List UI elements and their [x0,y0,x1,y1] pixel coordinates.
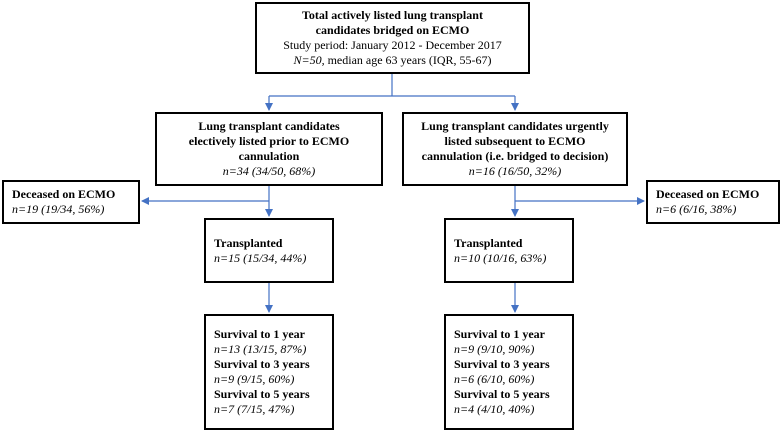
survival-left-3y-label: Survival to 3 years [214,357,310,371]
elective-title-line1: Lung transplant candidates [198,119,340,133]
deceased-right-box: Deceased on ECMO n=6 (6/16, 38%) [646,180,780,224]
transplanted-right-n: n=10 (10/16, 63%) [454,250,547,265]
deceased-left-title: Deceased on ECMO [12,187,116,201]
survival-left-box: Survival to 1 year n=13 (13/15, 87%) Sur… [204,314,334,430]
deceased-right-title: Deceased on ECMO [656,187,760,201]
study-period: Study period: January 2012 - December 20… [283,38,502,52]
survival-left-5y-label: Survival to 5 years [214,387,310,401]
urgent-title-line2: listed subsequent to ECMO [444,134,586,148]
top-title-line1: Total actively listed lung transplant [302,8,483,22]
urgent-title-line1: Lung transplant candidates urgently [421,119,609,133]
transplanted-left-title: Transplanted [214,235,283,250]
transplanted-right-title: Transplanted [454,235,523,250]
survival-right-1y-label: Survival to 1 year [454,327,545,341]
elective-listed-box: Lung transplant candidates electively li… [155,112,383,186]
elective-title-line3: cannulation [238,149,300,163]
top-n-italic: N=50, [293,53,325,67]
deceased-left-box: Deceased on ECMO n=19 (19/34, 56%) [2,180,140,224]
top-n-rest: median age 63 years (IQR, 55-67) [324,53,492,67]
survival-right-5y-n: n=4 (4/10, 40%) [454,402,535,416]
survival-right-5y-label: Survival to 5 years [454,387,550,401]
top-title-line2: candidates bridged on ECMO [315,23,470,37]
survival-left-1y-n: n=13 (13/15, 87%) [214,342,307,356]
urgent-title-line3: cannulation (i.e. bridged to decision) [421,149,609,163]
elective-title-line2: electively listed prior to ECMO [188,134,350,148]
transplanted-left-n: n=15 (15/34, 44%) [214,250,307,265]
deceased-right-n: n=6 (6/16, 38%) [656,202,737,216]
survival-left-1y-label: Survival to 1 year [214,327,305,341]
top-n-line: N=50, median age 63 years (IQR, 55-67) [293,53,491,68]
survival-right-1y-n: n=9 (9/10, 90%) [454,342,535,356]
urgent-listed-box: Lung transplant candidates urgently list… [402,112,628,186]
transplanted-left-box: Transplanted n=15 (15/34, 44%) [204,218,334,283]
transplanted-right-box: Transplanted n=10 (10/16, 63%) [444,218,574,283]
survival-right-3y-label: Survival to 3 years [454,357,550,371]
survival-right-box: Survival to 1 year n=9 (9/10, 90%) Survi… [444,314,574,430]
survival-left-3y-n: n=9 (9/15, 60%) [214,372,295,386]
total-candidates-box: Total actively listed lung transplant ca… [255,2,530,74]
survival-left-5y-n: n=7 (7/15, 47%) [214,402,295,416]
urgent-n: n=16 (16/50, 32%) [468,164,562,178]
deceased-left-n: n=19 (19/34, 56%) [12,202,105,216]
survival-right-3y-n: n=6 (6/10, 60%) [454,372,535,386]
elective-n: n=34 (34/50, 68%) [222,164,316,178]
